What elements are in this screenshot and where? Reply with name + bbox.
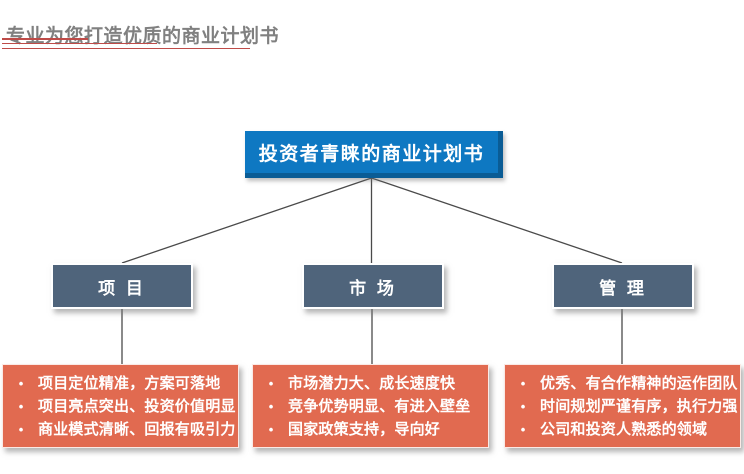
leaf-box-project: • 项目定位精准，方案可落地 • 项目亮点突出、投资价值明显 • 商业模式清晰、… bbox=[2, 364, 239, 448]
bullet-text: 商业模式清晰、回报有吸引力 bbox=[38, 421, 236, 438]
branch-node-market: 市 场 bbox=[302, 263, 444, 309]
title-underline-long bbox=[2, 47, 250, 49]
bullet-text: 市场潜力大、成长速度快 bbox=[288, 375, 456, 392]
bullet-item: • 项目亮点突出、投资价值明显 bbox=[9, 395, 236, 418]
branch-node-label: 项 目 bbox=[98, 278, 146, 298]
title-underline-medium bbox=[2, 42, 157, 44]
connector-root-to-right bbox=[371, 177, 623, 264]
bullet-text: 优秀、有合作精神的运作团队 bbox=[540, 375, 738, 392]
branch-node-project: 项 目 bbox=[51, 263, 193, 309]
bullet-icon: • bbox=[520, 422, 526, 437]
title-underline-short bbox=[2, 38, 88, 40]
bullet-icon: • bbox=[18, 422, 24, 437]
bullet-text: 项目定位精准，方案可落地 bbox=[38, 375, 221, 392]
bullet-text: 竞争优势明显、有进入壁垒 bbox=[288, 398, 471, 415]
bullet-icon: • bbox=[520, 399, 526, 414]
bullet-item: • 项目定位精准，方案可落地 bbox=[9, 372, 232, 395]
bullet-text: 公司和投资人熟悉的领域 bbox=[540, 421, 708, 438]
page-title: 专业为您打造优质的商业计划书 bbox=[6, 26, 280, 47]
bullet-item: • 竞争优势明显、有进入壁垒 bbox=[259, 395, 482, 418]
bullet-list: • 优秀、有合作精神的运作团队 • 时间规划严谨有序，执行力强 • 公司和投资人… bbox=[511, 372, 738, 441]
bullet-item: • 公司和投资人熟悉的领域 bbox=[511, 418, 734, 441]
connector-root-to-left bbox=[121, 177, 372, 264]
root-node-label: 投资者青睐的商业计划书 bbox=[258, 143, 485, 165]
bullet-item: • 商业模式清晰、回报有吸引力 bbox=[9, 418, 236, 441]
bullet-icon: • bbox=[268, 399, 274, 414]
bullet-text: 国家政策支持，导向好 bbox=[288, 421, 441, 438]
bullet-list: • 项目定位精准，方案可落地 • 项目亮点突出、投资价值明显 • 商业模式清晰、… bbox=[9, 372, 236, 441]
bullet-icon: • bbox=[18, 399, 24, 414]
bullet-item: • 时间规划严谨有序，执行力强 bbox=[511, 395, 738, 418]
bullet-list: • 市场潜力大、成长速度快 • 竞争优势明显、有进入壁垒 • 国家政策支持，导向… bbox=[259, 372, 482, 440]
branch-node-label: 市 场 bbox=[349, 278, 397, 298]
branch-node-management: 管 理 bbox=[552, 263, 694, 309]
bullet-item: • 优秀、有合作精神的运作团队 bbox=[511, 372, 738, 395]
bullet-icon: • bbox=[268, 422, 274, 437]
bullet-icon: • bbox=[520, 376, 526, 391]
bullet-text: 项目亮点突出、投资价值明显 bbox=[38, 398, 236, 415]
bullet-text: 时间规划严谨有序，执行力强 bbox=[540, 398, 738, 415]
branch-node-label: 管 理 bbox=[599, 278, 647, 298]
bullet-item: • 国家政策支持，导向好 bbox=[259, 418, 482, 441]
bullet-icon: • bbox=[268, 376, 274, 391]
bullet-icon: • bbox=[18, 376, 24, 391]
leaf-box-management: • 优秀、有合作精神的运作团队 • 时间规划严谨有序，执行力强 • 公司和投资人… bbox=[504, 364, 741, 448]
root-node: 投资者青睐的商业计划书 bbox=[245, 131, 503, 178]
leaf-box-market: • 市场潜力大、成长速度快 • 竞争优势明显、有进入壁垒 • 国家政策支持，导向… bbox=[252, 364, 489, 448]
bullet-item: • 市场潜力大、成长速度快 bbox=[259, 372, 482, 395]
